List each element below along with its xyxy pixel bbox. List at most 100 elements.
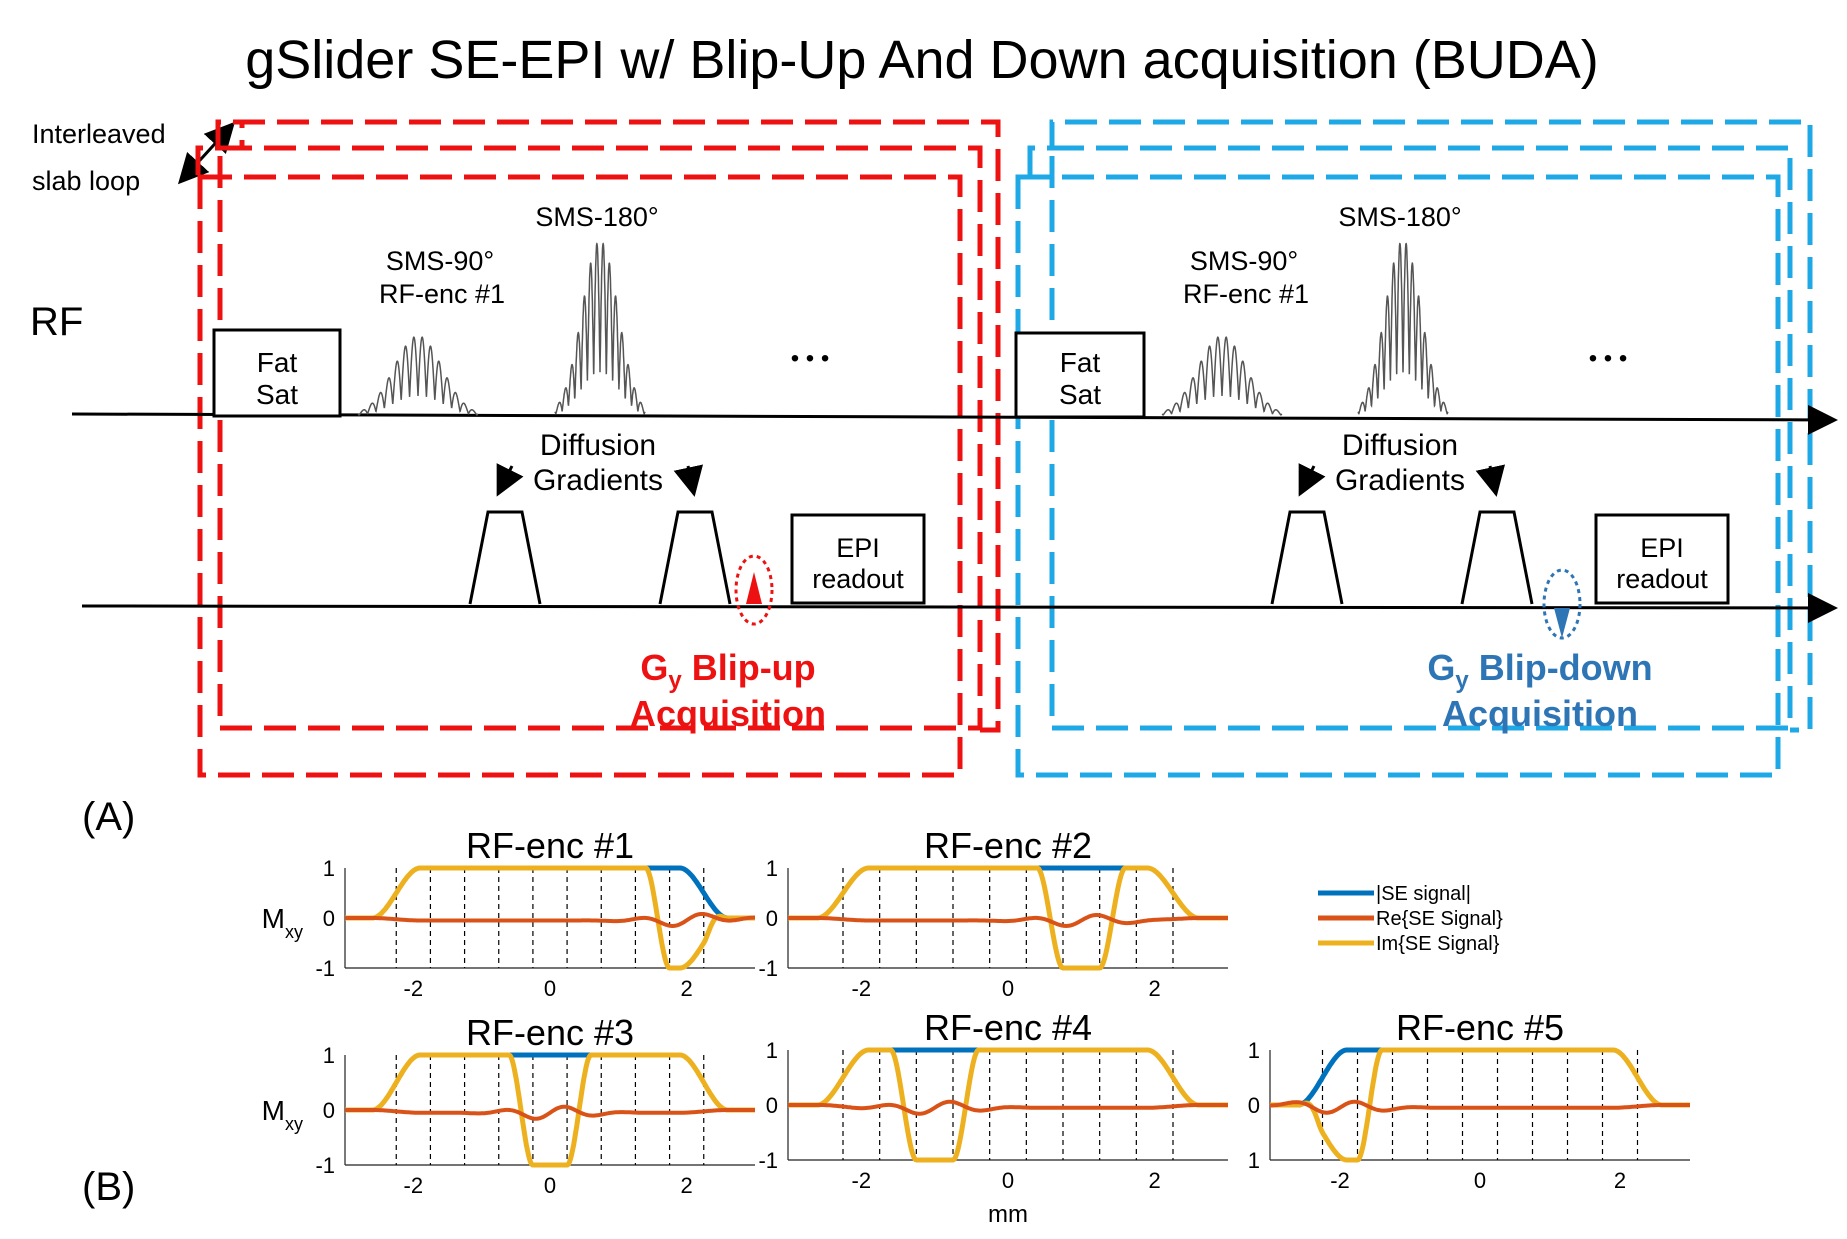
blip-down-title: Gy Blip-down bbox=[1427, 647, 1652, 694]
y-axis-label: M bbox=[262, 1095, 285, 1126]
diffusion-label-1: Diffusion bbox=[1342, 429, 1458, 462]
legend-label-im: Im{SE Signal} bbox=[1376, 933, 1500, 955]
fat-sat-label-1: Fat bbox=[1060, 347, 1101, 378]
y-axis-label: M bbox=[262, 903, 285, 934]
abs-signal-line bbox=[646, 865, 728, 921]
y-tick-label: 0 bbox=[323, 1098, 335, 1123]
sms180-label: SMS-180° bbox=[535, 202, 658, 232]
legend-label-abs: |SE signal| bbox=[1376, 883, 1471, 905]
x-tick-label: 0 bbox=[1002, 1168, 1014, 1193]
y-tick-label: -1 bbox=[315, 1153, 335, 1178]
diffusion-gradient-1 bbox=[1270, 510, 1344, 605]
x-tick-label: 0 bbox=[1474, 1168, 1486, 1193]
y-tick-label: 1 bbox=[1248, 1148, 1260, 1173]
y-tick-label: 0 bbox=[1248, 1093, 1260, 1118]
blip-down-title-line2: Acquisition bbox=[1442, 693, 1638, 734]
sms180-pulse bbox=[554, 242, 646, 415]
blip-up-arrow bbox=[746, 572, 762, 604]
re-signal-line bbox=[345, 1104, 755, 1121]
rf-axis bbox=[71, 404, 1838, 435]
diffusion-label-2: Gradients bbox=[533, 464, 663, 497]
loop-label-line2: slab loop bbox=[32, 166, 140, 196]
epi-label-2: readout bbox=[1616, 564, 1708, 594]
epi-label-1: EPI bbox=[1640, 533, 1684, 563]
re-signal-line bbox=[1269, 1099, 1690, 1115]
im-signal-line bbox=[1270, 1047, 1690, 1163]
y-tick-label: 0 bbox=[766, 1093, 778, 1118]
y-tick-label: -1 bbox=[758, 1148, 778, 1173]
re-signal-line bbox=[788, 1099, 1228, 1116]
x-tick-label: -2 bbox=[852, 1168, 872, 1193]
diffusion-label-1: Diffusion bbox=[540, 429, 656, 462]
x-tick-label: 0 bbox=[1002, 976, 1014, 1001]
fat-sat-label-2: Sat bbox=[1059, 379, 1101, 410]
abs-signal-line bbox=[1298, 1047, 1382, 1108]
epi-readout-box bbox=[790, 513, 926, 605]
blip-up-loop-boxes bbox=[195, 119, 1001, 778]
rf-label: RF bbox=[30, 300, 83, 344]
im-signal-line bbox=[345, 865, 755, 971]
sms180-pulse bbox=[1357, 242, 1449, 415]
x-tick-label: -2 bbox=[404, 976, 424, 1001]
x-tick-label: 2 bbox=[1614, 1168, 1626, 1193]
diffusion-label-2: Gradients bbox=[1335, 464, 1465, 497]
fat-sat-box bbox=[212, 328, 342, 418]
epi-label-2: readout bbox=[812, 564, 904, 594]
y-tick-label: 1 bbox=[323, 856, 335, 881]
y-tick-label: 1 bbox=[766, 1038, 778, 1063]
ellipsis: • • • bbox=[791, 345, 830, 372]
blip-up-marker-ring bbox=[734, 554, 774, 626]
sms90-label: SMS-90° bbox=[386, 246, 494, 276]
blip-up-sequence: Fat Sat SMS-90° RF-enc #1 SMS-180° • • •… bbox=[212, 202, 926, 734]
x-tick-label: 0 bbox=[544, 976, 556, 1001]
y-axis-label-sub: xy bbox=[285, 1114, 303, 1134]
chart-title: RF-enc #1 bbox=[466, 825, 634, 866]
x-tick-label: -2 bbox=[852, 976, 872, 1001]
fat-sat-box bbox=[1014, 331, 1146, 419]
x-tick-label: 2 bbox=[1149, 1168, 1161, 1193]
x-axis-label: mm bbox=[988, 1201, 1028, 1228]
re-signal-line bbox=[345, 912, 755, 928]
blip-down-sequence: Fat Sat SMS-90° RF-enc #1 SMS-180° • • •… bbox=[1014, 202, 1730, 734]
diffusion-gradient-2 bbox=[1460, 510, 1534, 605]
x-tick-label: -2 bbox=[1330, 1168, 1350, 1193]
y-tick-label: 1 bbox=[766, 856, 778, 881]
legend-label-re: Re{SE Signal} bbox=[1376, 908, 1503, 930]
chart-title: RF-enc #5 bbox=[1396, 1007, 1564, 1048]
diffusion-arrow-right bbox=[673, 464, 704, 497]
panel-a-label: (A) bbox=[82, 795, 135, 839]
diffusion-gradient-2 bbox=[658, 510, 732, 605]
chart-title: RF-enc #4 bbox=[924, 1007, 1092, 1048]
x-tick-label: -2 bbox=[404, 1173, 424, 1198]
y-tick-label: -1 bbox=[758, 956, 778, 981]
y-tick-label: 1 bbox=[323, 1043, 335, 1068]
legend: |SE signal| Re{SE Signal} Im{SE Signal} bbox=[1318, 883, 1503, 955]
epi-label-1: EPI bbox=[836, 533, 880, 563]
diffusion-gradient-1 bbox=[468, 510, 542, 605]
loop-label-line1: Interleaved bbox=[32, 119, 166, 149]
sms90-enc-label: RF-enc #1 bbox=[379, 279, 505, 309]
epi-readout-box bbox=[1594, 513, 1730, 605]
blip-down-loop-boxes bbox=[1015, 119, 1813, 778]
im-signal-line bbox=[345, 1052, 755, 1168]
ellipsis: • • • bbox=[1589, 345, 1628, 372]
x-tick-label: 2 bbox=[1149, 976, 1161, 1001]
fat-sat-label-2: Sat bbox=[256, 379, 298, 410]
blip-up-title: Gy Blip-up bbox=[640, 647, 815, 694]
diffusion-arrow-left bbox=[1298, 463, 1326, 497]
chart-title: RF-enc #3 bbox=[466, 1012, 634, 1053]
blip-down-arrow bbox=[1554, 608, 1570, 638]
y-tick-label: -1 bbox=[315, 956, 335, 981]
sms90-label: SMS-90° bbox=[1190, 246, 1298, 276]
chart-title: RF-enc #2 bbox=[924, 825, 1092, 866]
sms180-label: SMS-180° bbox=[1338, 202, 1461, 232]
re-signal-line bbox=[788, 913, 1228, 929]
page-title: gSlider SE-EPI w/ Blip-Up And Down acqui… bbox=[245, 30, 1599, 90]
sms90-enc-label: RF-enc #1 bbox=[1183, 279, 1309, 309]
y-tick-label: 0 bbox=[323, 906, 335, 931]
im-signal-line bbox=[788, 1047, 1228, 1163]
im-signal-line bbox=[788, 865, 1228, 971]
diffusion-arrow-left bbox=[496, 463, 524, 497]
